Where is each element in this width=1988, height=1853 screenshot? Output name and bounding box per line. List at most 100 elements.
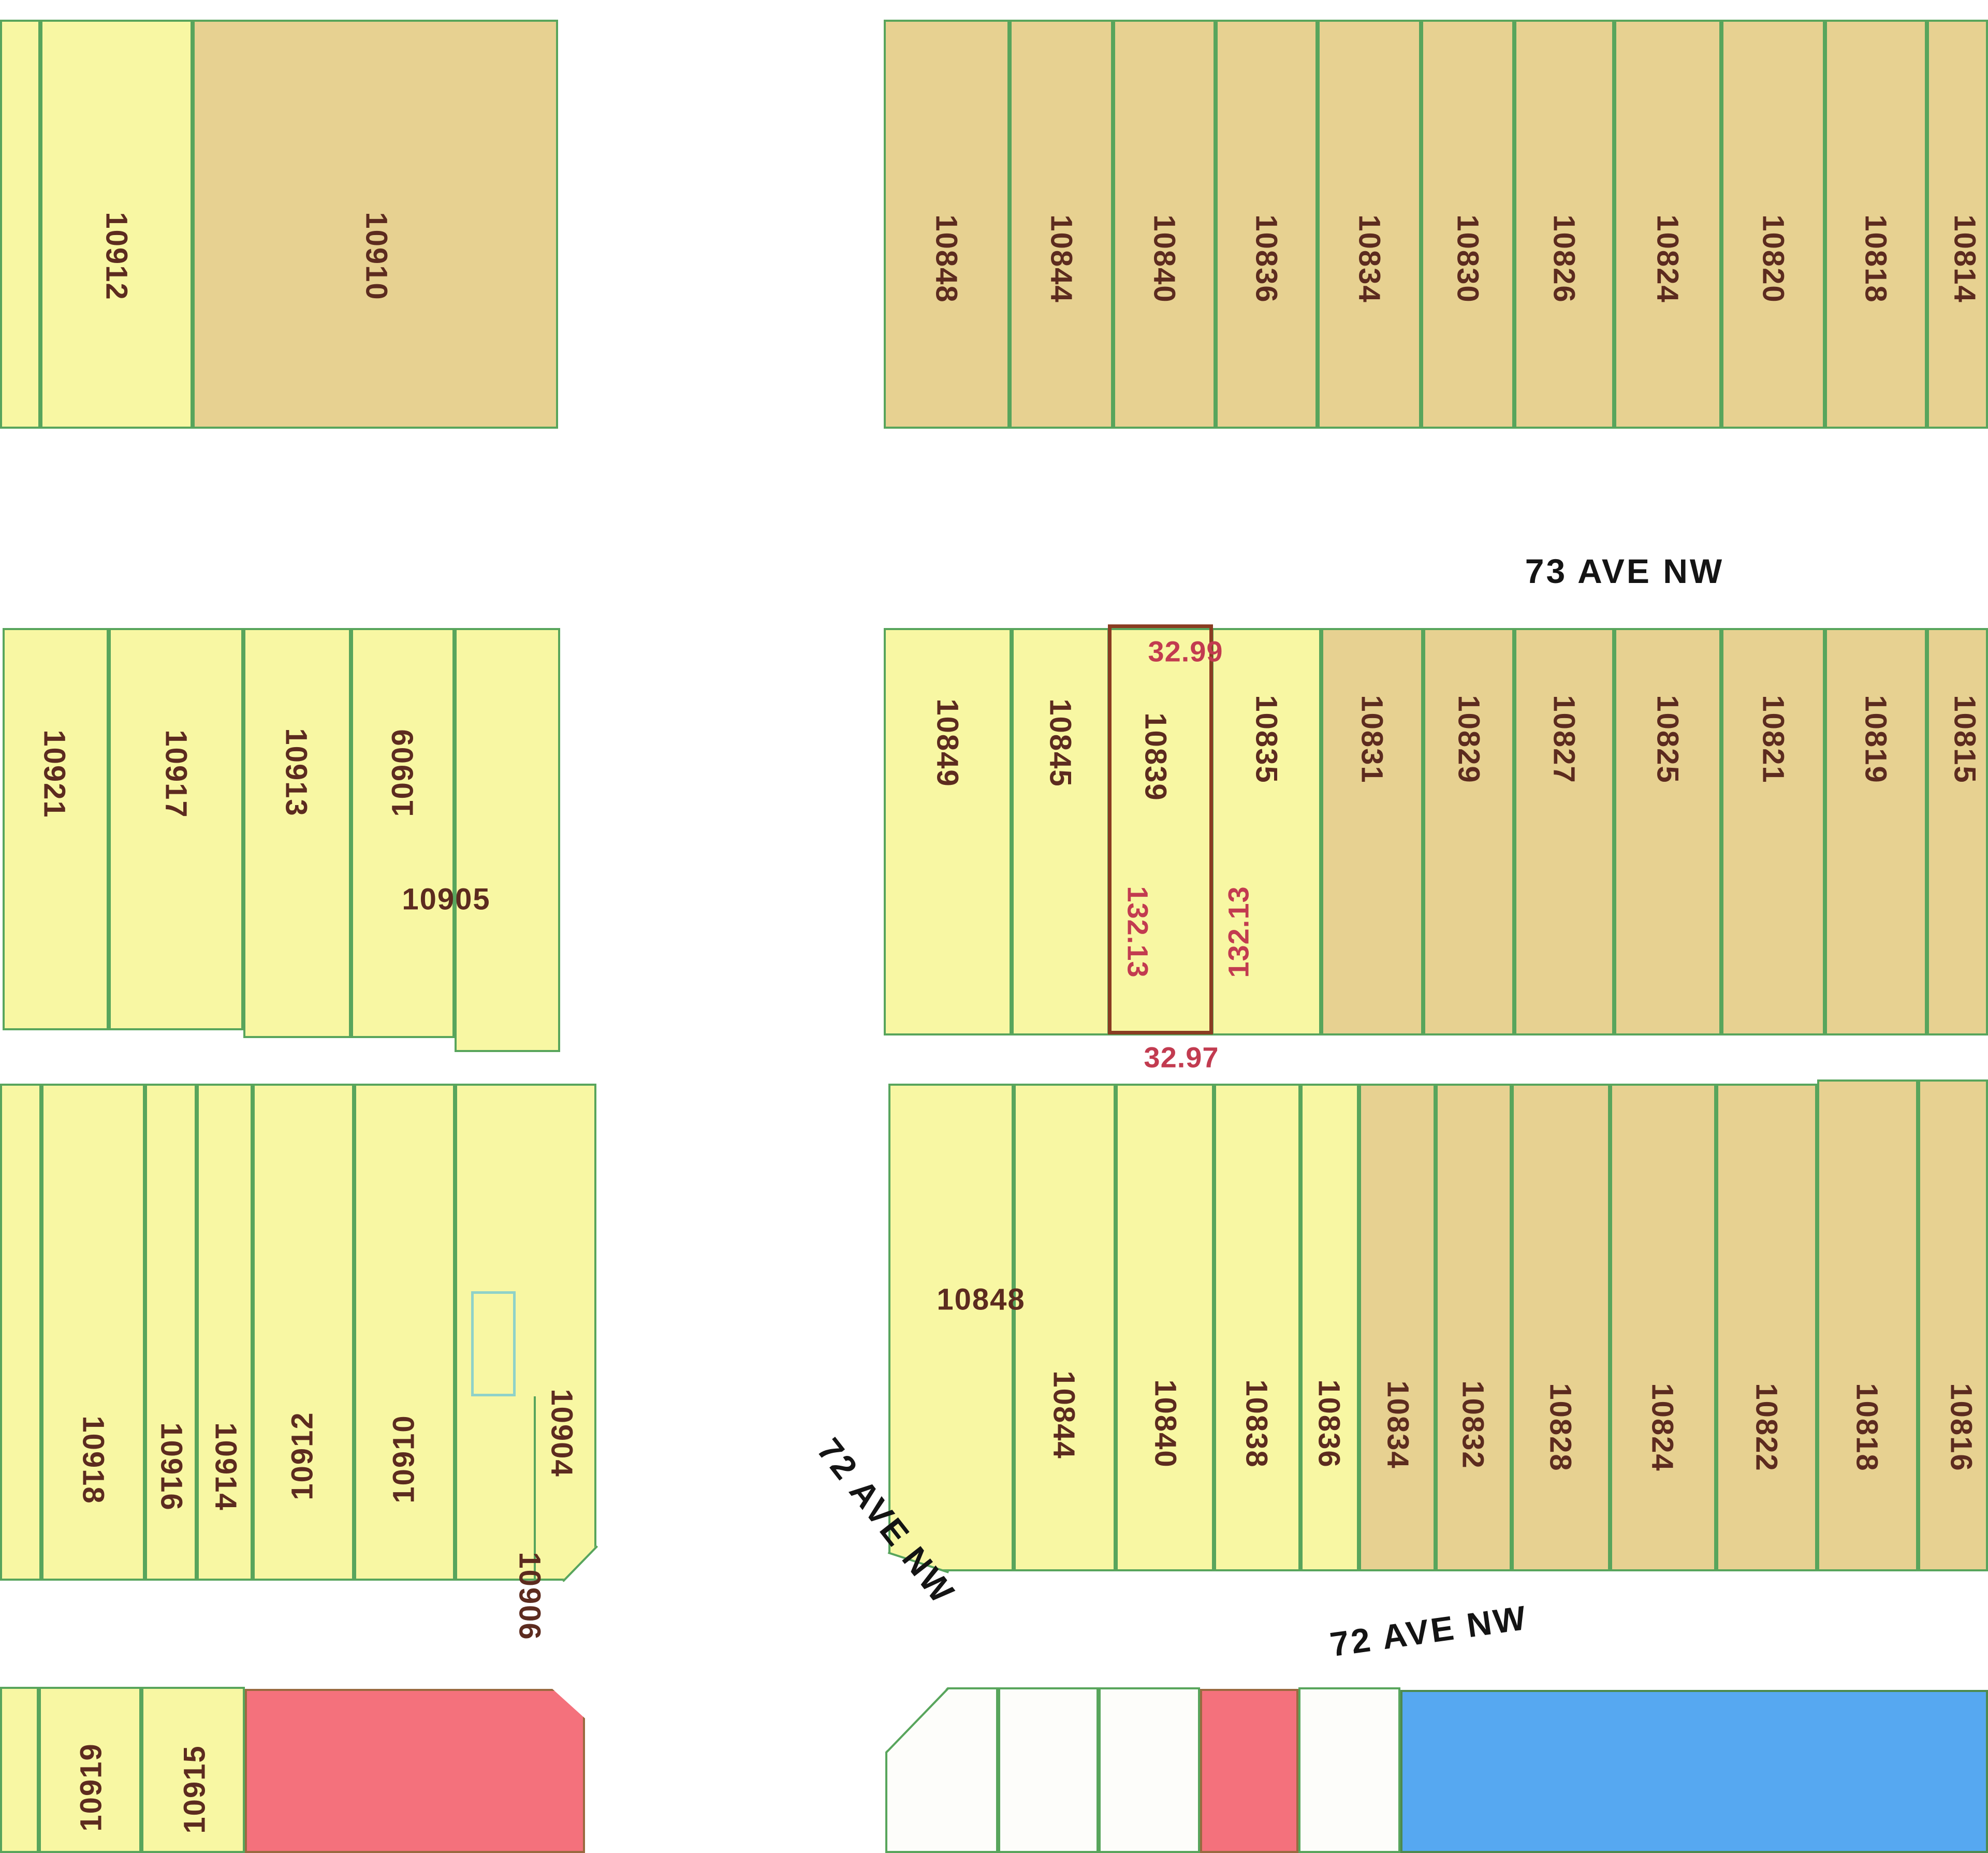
dimension-front: 32.99 [1148,635,1223,668]
label-topright-10824: 10824 [1650,214,1685,303]
label-midleft-10909: 10909 [386,728,420,817]
parcel-topright-10848[interactable] [884,20,1010,429]
label-midleft-10917: 10917 [159,729,193,819]
parcel-midleft-10909[interactable] [351,628,455,1038]
parcel-bottomleft-10919[interactable] [39,1687,141,1853]
parcel-midright-10815[interactable] [1927,628,1988,1035]
parcel-midright-10831[interactable] [1321,628,1423,1035]
parcel-midright-10829[interactable] [1423,628,1514,1035]
dimension-left-side: 132.13 [1121,886,1154,978]
label-topleft-10912: 10912 [99,212,134,301]
parcel-topright-10824[interactable] [1614,20,1721,429]
label-topright-10836: 10836 [1249,214,1283,303]
parcel-lowleft-10910[interactable] [354,1084,455,1581]
street-label-72-ave-nw: 72 AVE NW [1327,1598,1530,1664]
label-midright-10827: 10827 [1547,695,1581,784]
parcel-midright-10849[interactable] [884,628,1012,1035]
label-midleft-10905: 10905 [402,882,491,916]
parcel-bottomright-red[interactable] [1200,1689,1298,1853]
parcel-10904-notch [471,1291,516,1396]
label-bottomleft-10919: 10919 [74,1743,108,1832]
parcel-lowleft-10918[interactable] [41,1084,145,1581]
parcel-topleft-10912[interactable] [40,20,193,429]
parcel-topright-10814[interactable] [1927,20,1988,429]
parcel-midright-10839[interactable] [1109,628,1211,1035]
parcel-topright-10826[interactable] [1514,20,1614,429]
parcel-lowright-10844[interactable] [1014,1084,1116,1571]
parcel-topright-10818[interactable] [1825,20,1927,429]
label-bottomleft-10915: 10915 [178,1745,212,1834]
label-lowright-10848: 10848 [937,1282,1026,1317]
label-lowright-10822: 10822 [1749,1383,1784,1472]
parcel-topright-10834[interactable] [1318,20,1421,429]
parcel-topright-10844[interactable] [1010,20,1113,429]
parcel-lowleft-10916[interactable] [145,1084,197,1581]
parcel-midleft-10905[interactable] [455,628,560,1052]
label-midright-10831: 10831 [1355,695,1389,784]
parcel-bottomright-white-2[interactable] [998,1687,1099,1853]
label-lowleft-10918: 10918 [76,1416,110,1505]
label-lowright-10834: 10834 [1381,1380,1415,1469]
label-midright-10835: 10835 [1249,695,1283,784]
label-lowleft-10910: 10910 [387,1414,421,1504]
parcel-bottomright-white-3[interactable] [1099,1687,1200,1853]
label-lowleft-10916: 10916 [154,1422,188,1511]
parcel-bottomleft-unlabeled[interactable] [0,1687,39,1853]
parcel-lowleft-10914[interactable] [197,1084,253,1581]
parcel-topright-10820[interactable] [1721,20,1825,429]
label-lowleft-10904: 10904 [545,1389,579,1478]
parcel-topright-10830[interactable] [1421,20,1514,429]
parcel-topleft-unlabeled[interactable] [0,20,40,429]
parcel-lowright-10838[interactable] [1214,1084,1300,1571]
parcel-midright-10819[interactable] [1825,628,1927,1035]
street-label-73-ave-nw: 73 AVE NW [1525,552,1724,590]
parcel-bottomleft-10915[interactable] [141,1687,245,1853]
parcel-midleft-10921[interactable] [3,628,109,1030]
dimension-rear: 32.97 [1144,1041,1219,1074]
parcel-lowright-10818[interactable] [1817,1079,1918,1571]
parcel-bottomleft-red[interactable] [245,1689,585,1853]
parcel-lowright-10832[interactable] [1436,1084,1512,1571]
parcel-lowright-10816[interactable] [1918,1079,1988,1571]
label-midright-10825: 10825 [1650,695,1685,784]
label-lowright-10836: 10836 [1312,1379,1346,1468]
parcel-lowleft-10912[interactable] [253,1084,354,1581]
dimension-right-side: 132.13 [1222,886,1255,978]
label-lowright-10824: 10824 [1645,1383,1679,1472]
parcel-midleft-10913[interactable] [243,628,351,1038]
label-lowright-10840: 10840 [1148,1379,1182,1468]
parcel-lowright-10834[interactable] [1359,1084,1436,1571]
label-topright-10826: 10826 [1547,214,1581,303]
label-topright-10848: 10848 [929,214,963,303]
parcel-bottomright-white-1[interactable] [885,1687,998,1853]
parcel-midleft-10917[interactable] [109,628,243,1030]
label-topright-10818: 10818 [1859,214,1893,303]
label-midright-10849: 10849 [930,698,964,787]
parcel-bottomright-white-4[interactable] [1298,1687,1400,1853]
parcel-midright-10825[interactable] [1614,628,1721,1035]
parcel-midright-10845[interactable] [1012,628,1109,1035]
parcel-lowright-10836[interactable] [1300,1084,1359,1571]
label-topright-10844: 10844 [1044,214,1078,303]
selected-parcel-outline[interactable] [1108,624,1213,1034]
parcel-lowleft-unlabeled[interactable] [0,1084,41,1581]
parcel-topleft-10910[interactable] [193,20,558,429]
parcel-lowright-10848[interactable] [888,1084,1014,1571]
parcel-lowright-10840[interactable] [1116,1084,1214,1571]
label-lowleft-10912: 10912 [285,1411,319,1500]
label-midright-10821: 10821 [1756,695,1790,784]
parcel-10906-boundary [534,1396,536,1581]
parcel-topright-10840[interactable] [1113,20,1216,429]
label-lowright-10816: 10816 [1944,1383,1978,1472]
label-midright-10839: 10839 [1138,712,1173,801]
parcel-lowright-10828[interactable] [1512,1084,1610,1571]
parcel-midright-10827[interactable] [1514,628,1614,1035]
parcel-bottomright-blue[interactable] [1400,1690,1988,1853]
label-topright-10820: 10820 [1756,214,1790,303]
parcel-midright-10821[interactable] [1721,628,1825,1035]
parcel-topright-10836[interactable] [1216,20,1318,429]
parcel-lowright-10824[interactable] [1610,1084,1716,1571]
label-midright-10819: 10819 [1859,695,1893,784]
parcel-lowright-10822[interactable] [1716,1084,1817,1571]
